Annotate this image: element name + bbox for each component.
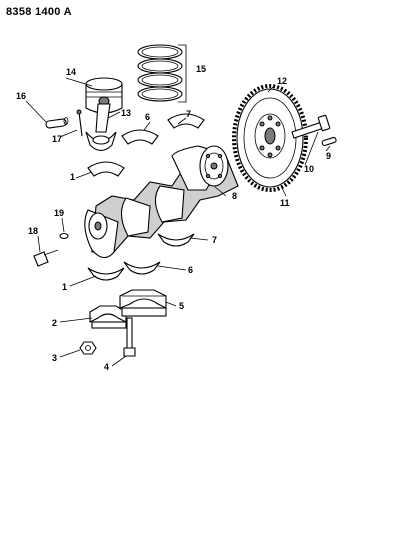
callout-16: 16 bbox=[16, 91, 27, 101]
main-cap-bolt bbox=[123, 317, 136, 357]
callout-11: 11 bbox=[280, 198, 290, 208]
cap-nut bbox=[79, 341, 97, 355]
piston-rings bbox=[137, 44, 183, 102]
callout-8: 8 bbox=[232, 191, 238, 201]
callout-13: 13 bbox=[121, 108, 132, 118]
callout-17: 17 bbox=[52, 134, 63, 144]
crank-key bbox=[59, 232, 69, 240]
main-bearing-cap-right bbox=[119, 289, 167, 317]
dowel-pin bbox=[321, 136, 337, 147]
callout-3: 3 bbox=[52, 353, 58, 363]
flywheel-bolt bbox=[291, 114, 331, 139]
callout-15: 15 bbox=[196, 64, 207, 74]
callout-4: 4 bbox=[104, 362, 110, 372]
leader-lines bbox=[25, 77, 331, 367]
callout-19: 19 bbox=[54, 208, 65, 218]
callout-12: 12 bbox=[277, 76, 288, 86]
callout-18: 18 bbox=[28, 226, 39, 236]
callout-10: 10 bbox=[304, 164, 315, 174]
callout-9: 9 bbox=[326, 151, 332, 161]
callout-6-lower: 6 bbox=[188, 265, 194, 275]
upper-bearings bbox=[87, 113, 205, 177]
callout-7-upper: 7 bbox=[186, 109, 192, 119]
wrist-pin bbox=[45, 117, 69, 129]
rod-bolts bbox=[76, 109, 83, 137]
main-bearing-cap-left bbox=[89, 305, 127, 329]
callout-1-lower: 1 bbox=[62, 282, 68, 292]
diagram-code: 8358 1400 A bbox=[6, 6, 72, 18]
bracket-15 bbox=[178, 44, 187, 103]
callout-14: 14 bbox=[66, 67, 77, 77]
callout-5: 5 bbox=[179, 301, 185, 311]
lower-bearings bbox=[87, 233, 195, 281]
callout-7-lower: 7 bbox=[212, 235, 218, 245]
crank-bolt bbox=[33, 249, 59, 267]
flywheel bbox=[232, 84, 308, 192]
callout-6-upper: 6 bbox=[145, 112, 151, 122]
crankshaft bbox=[84, 145, 239, 259]
callout-2: 2 bbox=[52, 318, 58, 328]
connecting-rod bbox=[85, 103, 117, 152]
callout-1-upper: 1 bbox=[70, 172, 76, 182]
